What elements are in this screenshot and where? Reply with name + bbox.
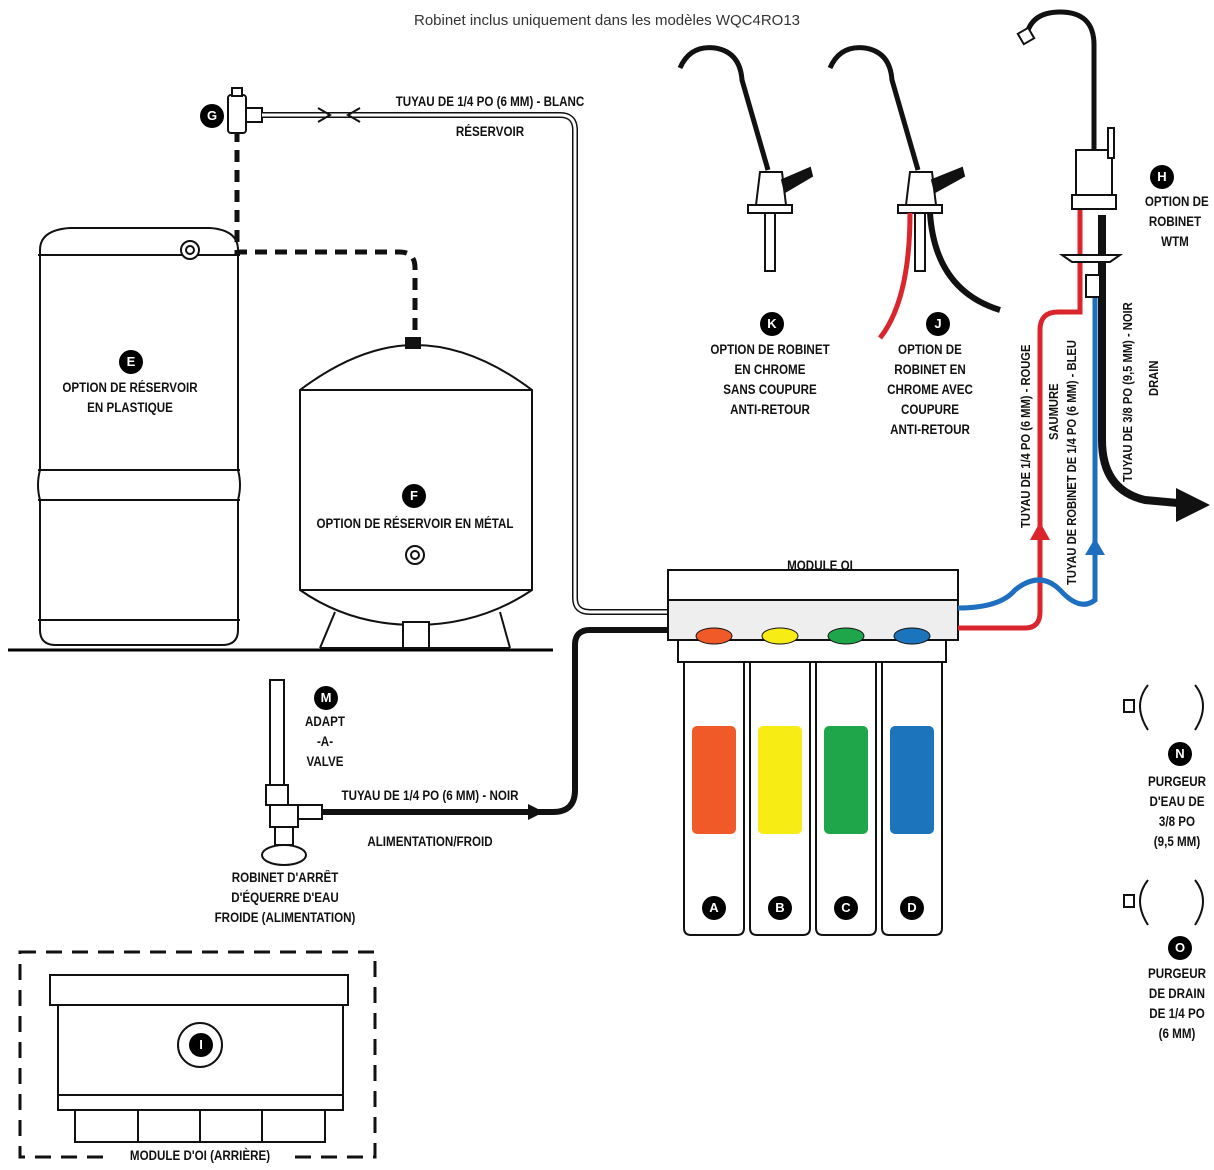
- purge-o-line: (6 MM): [1158, 1026, 1196, 1041]
- cap-b: [761, 627, 799, 645]
- purge-fitting-n: [1123, 684, 1204, 731]
- faucet-j-line: ROBINET EN: [894, 362, 966, 377]
- black-tube-label: TUYAU DE 1/4 PO (6 MM) - NOIR: [341, 788, 519, 803]
- blue-arrow: [1085, 538, 1105, 555]
- angle-stop-label: ROBINET D'ARRÊT D'ÉQUERRE D'EAU FROIDE (…: [208, 868, 363, 928]
- faucet-h-line: OPTION DE: [1144, 194, 1209, 209]
- purge-n-line: PURGEUR: [1147, 774, 1207, 789]
- filter-d-window: [890, 726, 934, 834]
- ro-module: [667, 569, 959, 663]
- badge-c: C: [834, 896, 858, 920]
- drain-arrow: [1176, 488, 1210, 522]
- plastic-tank: [37, 227, 241, 646]
- plastic-tank-line: EN PLASTIQUE: [87, 400, 173, 415]
- badge-d: D: [900, 896, 924, 920]
- filter-b-window: [758, 726, 802, 834]
- plastic-tank-line: OPTION DE RÉSERVOIR: [62, 380, 198, 395]
- angle-stop-line: ROBINET D'ARRÊT: [231, 870, 339, 885]
- angle-stop-line: D'ÉQUERRE D'EAU: [231, 890, 339, 905]
- badge-j: J: [926, 312, 950, 336]
- drain-tube-label: TUYAU DE 3/8 PO (9,5 MM) - NOIR: [1120, 302, 1135, 482]
- faucet-h-line: ROBINET: [1148, 214, 1202, 229]
- red-arrow: [1030, 522, 1050, 540]
- rear-module: [49, 974, 349, 1143]
- cap-a: [695, 627, 733, 645]
- black-supply-tube: [320, 627, 668, 815]
- badge-o: O: [1168, 936, 1192, 960]
- adapt-line: ADAPT: [305, 714, 345, 729]
- faucet-k-line: EN CHROME: [734, 362, 806, 377]
- faucet-k-line: SANS COUPURE: [723, 382, 817, 397]
- brine-label: SAUMURE: [1046, 383, 1061, 440]
- supply-arrow: [528, 804, 544, 820]
- faucet-j-line: CHROME AVEC: [887, 382, 973, 397]
- badge-n: N: [1168, 742, 1192, 766]
- badge-a: A: [702, 896, 726, 920]
- faucet-h-line: WTM: [1161, 234, 1189, 249]
- wtm-faucet: [1016, 9, 1124, 298]
- flow-arrows: [317, 107, 361, 123]
- faucet-j-label: OPTION DE ROBINET EN CHROME AVEC COUPURE…: [878, 340, 981, 440]
- badge-h: H: [1150, 165, 1174, 189]
- red-tube-label: TUYAU DE 1/4 PO (6 MM) - ROUGE: [1018, 344, 1033, 528]
- plastic-tank-label: OPTION DE RÉSERVOIR EN PLASTIQUE: [35, 378, 224, 418]
- white-tube-core: [262, 113, 668, 614]
- badge-b: B: [768, 896, 792, 920]
- purge-n-line: 3/8 PO: [1158, 814, 1196, 829]
- badge-k: K: [760, 312, 784, 336]
- purge-o-line: PURGEUR: [1147, 966, 1207, 981]
- faucet-k-line: OPTION DE ROBINET: [710, 342, 830, 357]
- badge-e: E: [119, 350, 143, 374]
- badge-g: G: [200, 104, 224, 128]
- faucet-k-label: OPTION DE ROBINET EN CHROME SANS COUPURE…: [701, 340, 839, 420]
- angle-stop-line: FROIDE (ALIMENTATION): [214, 910, 356, 925]
- badge-f: F: [402, 484, 426, 508]
- reservoir-label: RÉSERVOIR: [455, 124, 525, 139]
- badge-i: I: [189, 1033, 213, 1057]
- cap-d: [893, 627, 931, 645]
- drain-label: DRAIN: [1146, 360, 1161, 396]
- purge-n-line: (9,5 MM): [1153, 834, 1201, 849]
- cap-c: [827, 627, 865, 645]
- purge-o-label: PURGEUR DE DRAIN DE 1/4 PO (6 MM): [1145, 964, 1209, 1044]
- purge-n-line: D'EAU DE: [1149, 794, 1205, 809]
- adapt-a-valve-label: ADAPT -A- VALVE: [304, 712, 347, 772]
- module-label: MODULE OI: [787, 558, 853, 573]
- tank-valve: [227, 87, 263, 134]
- blue-tube: [957, 290, 1098, 611]
- faucet-j: [827, 45, 966, 272]
- badge-m: M: [314, 686, 338, 710]
- faucet-j-red-line: [878, 212, 913, 340]
- rear-module-label: MODULE D'OI (ARRIÈRE): [105, 1146, 295, 1166]
- dashed-tank-tubing: [234, 130, 418, 340]
- adapt-a-valve: [261, 679, 323, 866]
- filter-c-window: [824, 726, 868, 834]
- blue-tube-label: TUYAU DE ROBINET DE 1/4 PO (6 MM) - BLEU: [1064, 340, 1079, 585]
- drain-tube: [1098, 215, 1201, 509]
- faucet-j-line: OPTION DE: [898, 342, 962, 357]
- supply-label: ALIMENTATION/FROID: [367, 834, 493, 849]
- model-note: Robinet inclus uniquement dans les modèl…: [413, 12, 801, 29]
- faucet-h-label: OPTION DE ROBINET WTM: [1144, 192, 1209, 252]
- purge-o-line: DE 1/4 PO: [1149, 1006, 1205, 1021]
- faucet-k: [677, 45, 814, 272]
- purge-n-label: PURGEUR D'EAU DE 3/8 PO (9,5 MM): [1145, 772, 1209, 852]
- faucet-j-line: ANTI-RETOUR: [890, 422, 970, 437]
- adapt-line: -A-: [316, 734, 334, 749]
- red-tube: [958, 210, 1083, 631]
- faucet-k-line: ANTI-RETOUR: [730, 402, 810, 417]
- white-tube-label: TUYAU DE 1/4 PO (6 MM) - BLANC: [395, 94, 585, 109]
- faucet-j-black-line: [927, 212, 1001, 313]
- metal-tank-label: OPTION DE RÉSERVOIR EN MÉTAL: [316, 516, 514, 531]
- purge-fitting-o: [1123, 879, 1204, 926]
- faucet-j-line: COUPURE: [900, 402, 960, 417]
- purge-o-line: DE DRAIN: [1148, 986, 1206, 1001]
- adapt-line: VALVE: [306, 754, 344, 769]
- filter-a-window: [692, 726, 736, 834]
